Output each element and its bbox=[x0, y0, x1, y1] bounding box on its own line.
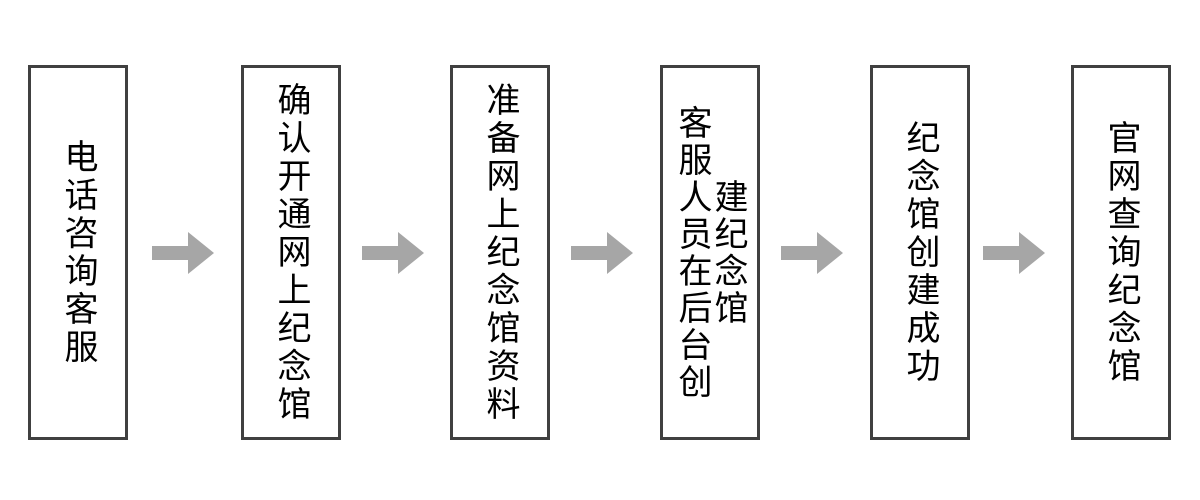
flow-connector-3 bbox=[571, 232, 633, 274]
flow-node-step-1[interactable]: 电话咨询客服 bbox=[28, 65, 128, 440]
flow-node-label: 客服人员在后台创建纪念馆 bbox=[672, 104, 749, 401]
flow-connector-5 bbox=[983, 232, 1045, 274]
flow-connector-2 bbox=[362, 232, 424, 274]
right-arrow-icon bbox=[571, 232, 633, 274]
flow-node-label: 准备网上纪念馆资料 bbox=[480, 81, 521, 424]
right-arrow-icon bbox=[152, 232, 214, 274]
flow-node-step-3[interactable]: 准备网上纪念馆资料 bbox=[450, 65, 550, 440]
flow-node-step-2[interactable]: 确认开通网上纪念馆 bbox=[241, 65, 341, 440]
flow-node-step-6[interactable]: 官网查询纪念馆 bbox=[1071, 65, 1171, 440]
right-arrow-icon bbox=[781, 232, 843, 274]
flow-node-label: 电话咨询客服 bbox=[58, 138, 99, 367]
flow-node-label: 确认开通网上纪念馆 bbox=[271, 81, 312, 424]
flow-node-step-5[interactable]: 纪念馆创建成功 bbox=[870, 65, 970, 440]
flow-connector-4 bbox=[781, 232, 843, 274]
right-arrow-icon bbox=[362, 232, 424, 274]
right-arrow-icon bbox=[983, 232, 1045, 274]
flow-node-label: 官网查询纪念馆 bbox=[1101, 119, 1142, 386]
flow-node-label: 纪念馆创建成功 bbox=[900, 119, 941, 386]
flow-connector-1 bbox=[152, 232, 214, 274]
flow-node-step-4[interactable]: 客服人员在后台创建纪念馆 bbox=[660, 65, 760, 440]
